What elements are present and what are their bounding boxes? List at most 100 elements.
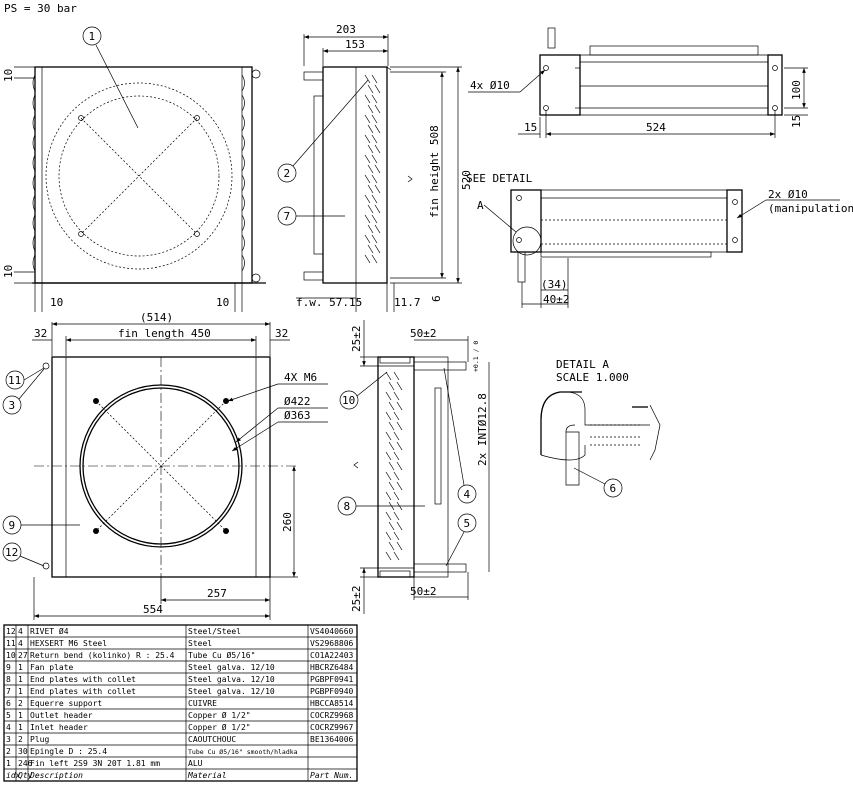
bom-idx: 12 (6, 627, 16, 636)
callout-3: 3 (9, 399, 16, 412)
dim-detail-40: 40±2 (543, 293, 570, 306)
bom-part: COCRZ9968 (310, 711, 354, 720)
bom-header-description: Description (29, 771, 83, 780)
int-dia-label: 2x INTØ12.8 (476, 393, 489, 466)
bom-qty: 246 (18, 759, 33, 768)
front-right-bends (241, 74, 245, 272)
label-a: A (477, 199, 484, 212)
bom-qty: 1 (18, 663, 23, 672)
front-left-bends (32, 74, 36, 272)
dim-fan-260: 260 (281, 512, 294, 532)
bom-description: Equerre support (30, 699, 102, 708)
dim-fan-32-right: 32 (275, 327, 288, 340)
bom-description: Fan plate (30, 663, 74, 672)
callout-2: 2 (284, 167, 291, 180)
bom-qty: 2 (18, 735, 23, 744)
bom-part: VS2968806 (310, 639, 354, 648)
bom-material: ALU (188, 759, 203, 768)
bom-material: Steel galva. 12/10 (188, 687, 275, 696)
bom-header-idx: idx (6, 771, 21, 780)
bom-description: End plates with collet (30, 675, 136, 684)
bom-qty: 1 (18, 711, 23, 720)
callout-4: 4 (464, 488, 471, 501)
dia-422-label: Ø422 (284, 395, 311, 408)
dim-fan-514: (514) (140, 311, 173, 324)
detail-a-title: DETAIL A (556, 358, 609, 371)
dim-side-203: 203 (336, 23, 356, 36)
dim-front-bottom-margin: 10 (2, 265, 15, 278)
bom-material: Steel (188, 639, 212, 648)
bom-material: Tube Cu Ø5/16" (188, 650, 255, 660)
bom-qty: 4 (18, 627, 23, 636)
dim-side-520: 520 (460, 170, 473, 190)
bom-material: Steel galva. 12/10 (188, 663, 275, 672)
bom-description: End plates with collet (30, 687, 136, 696)
bom-description: Epingle D : 25.4 (30, 747, 107, 756)
dim-side-153: 153 (345, 38, 365, 51)
pressure-label: PS = 30 bar (4, 2, 77, 15)
bom-idx: 7 (6, 687, 11, 696)
bom-part: VS4040660 (310, 627, 354, 636)
callout-8: 8 (344, 500, 351, 513)
front-view: 10 10 10 10 1 (2, 26, 266, 312)
top-view: 4x Ø10 100 15 15 524 (468, 27, 808, 138)
bom-description: Plug (30, 735, 49, 744)
dim-front-top-margin: 10 (2, 69, 15, 82)
bom-part: BE1364006 (310, 735, 354, 744)
detail-a: DETAIL A SCALE 1.000 6 (540, 358, 661, 498)
bom-description: Outlet header (30, 711, 93, 720)
bom-part: CO1A22403 (310, 651, 354, 660)
dim-side-6: 6 (430, 295, 443, 302)
bom-qty: 27 (18, 651, 28, 660)
bom-idx: 8 (6, 675, 11, 684)
bom-part: HBCRZ6484 (310, 663, 354, 672)
bom-part: PGBPF0941 (310, 675, 354, 684)
bom-description: Fin left 2S9 3N 20T 1.81 mm (30, 759, 160, 768)
bom-qty: 1 (18, 687, 23, 696)
dim-front-left-bottom: 10 (50, 296, 63, 309)
dim-header-50-top: 50±2 (410, 327, 437, 340)
dim-side-117: 11.7 (394, 296, 421, 309)
bom-description: RIVET Ø4 (30, 626, 69, 636)
dim-top-15-right: 15 (790, 115, 803, 128)
bom-part: COCRZ9967 (310, 723, 354, 732)
dim-detail-34: (34) (541, 278, 568, 291)
dim-top-15-left: 15 (524, 121, 537, 134)
bom-header-part: Part Num. (310, 771, 353, 780)
dim-header-50-bottom: 50±2 (410, 585, 437, 598)
hexsert-label: 4X M6 (284, 371, 317, 384)
bom-idx: 5 (6, 711, 11, 720)
bom-part: PGBPF0940 (310, 687, 354, 696)
bom-material: CAOUTCHOUC (188, 735, 236, 744)
detail-holes-label: 2x Ø10 (768, 188, 808, 201)
dim-fan-32-left: 32 (34, 327, 47, 340)
see-detail-label: SEE DETAIL (466, 172, 533, 185)
dim-fan-fin-length: fin length 450 (118, 327, 211, 340)
bom-qty: 1 (18, 675, 23, 684)
bom-material: Copper Ø 1/2" (188, 710, 251, 720)
dim-fan-257: 257 (207, 587, 227, 600)
bom-material: CUIVRE (188, 699, 217, 708)
dim-fan-554: 554 (143, 603, 163, 616)
bom-qty: 2 (18, 699, 23, 708)
callout-11: 11 (8, 374, 21, 387)
bom-description: HEXSERT M6 Steel (30, 639, 107, 648)
callout-9: 9 (9, 519, 16, 532)
callout-1: 1 (89, 30, 96, 43)
bom-part: HBCCA8514 (310, 699, 354, 708)
callout-10: 10 (342, 394, 355, 407)
bom-qty: 1 (18, 723, 23, 732)
dim-front-right-bottom: 10 (216, 296, 229, 309)
bom-idx: 6 (6, 699, 11, 708)
bom-qty: 4 (18, 639, 23, 648)
bom-header-qty: Qty (18, 771, 33, 780)
